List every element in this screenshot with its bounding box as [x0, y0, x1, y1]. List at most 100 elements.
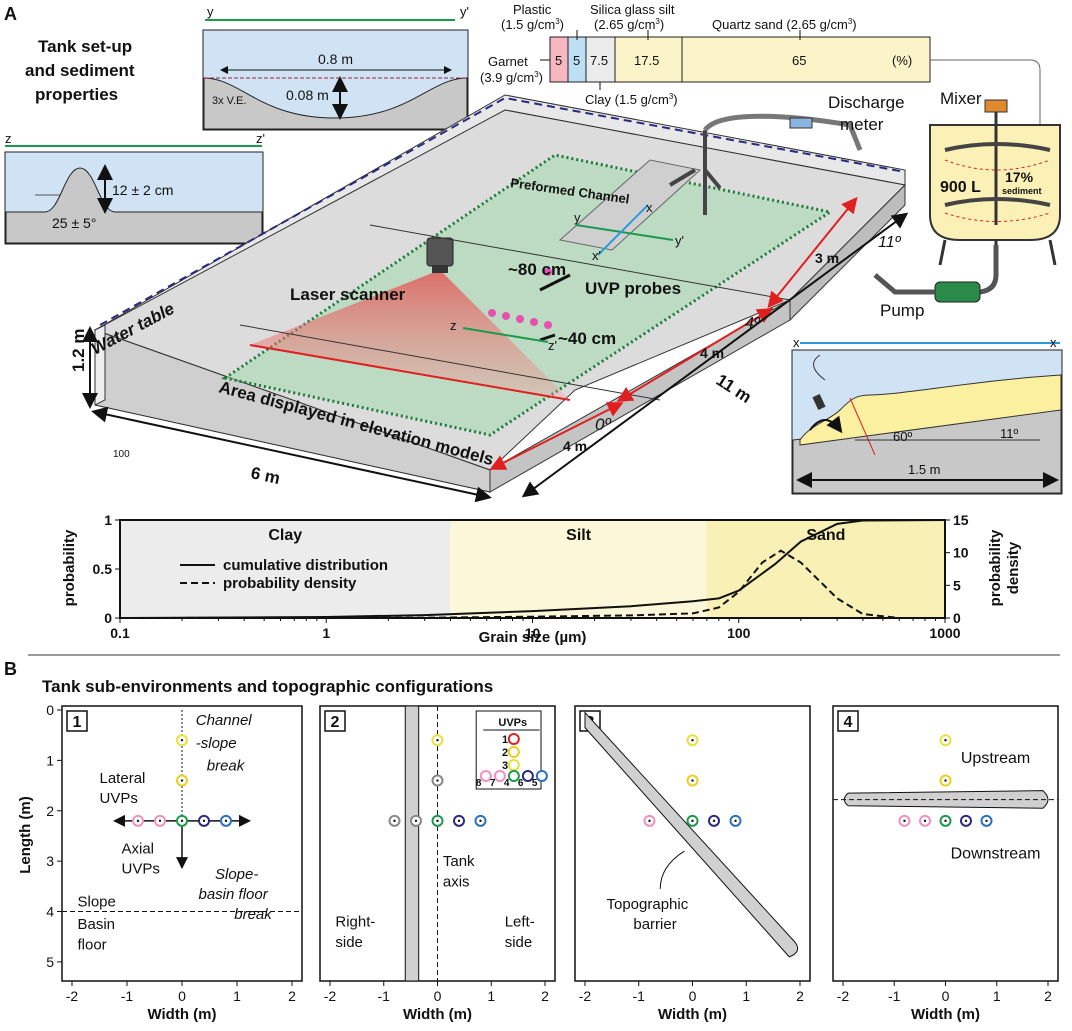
x-axis-label: Grain size (µm): [479, 629, 587, 646]
section-x-inset: x x 60º 11º 1.5 m: [791, 335, 1063, 495]
uvp-legend-num: 8: [476, 778, 482, 789]
downstream-label: Downstream: [951, 846, 1041, 863]
comp-silica-density: (2.65 g/cm3): [594, 17, 664, 32]
section-x-angle1: 60º: [893, 429, 912, 444]
x-tick-label-2: 10: [525, 625, 541, 641]
uvp-3-center: [944, 739, 947, 742]
subplot-number: 2: [331, 714, 340, 731]
composition-bar: Plastic (1.5 g/cm3) Silica glass silt (2…: [480, 2, 1041, 130]
axial-label: Axial: [122, 841, 155, 858]
comp-val-3: 7.5: [590, 53, 608, 68]
uvp-legend-dot: [507, 770, 520, 782]
topo-label-1: Topographic: [607, 896, 689, 913]
pct-label: 17%: [1005, 169, 1034, 185]
section-z-right: z': [256, 131, 265, 146]
comp-val-5: 65: [792, 53, 806, 68]
comp-garnet: Garnet: [488, 54, 528, 69]
x-tick-label-1: 1: [322, 625, 330, 641]
uvp-lateral-3-center: [964, 819, 968, 823]
section-z-height: 12 ± 2 cm: [112, 182, 173, 198]
dist-80-label: ~80 cm: [508, 260, 566, 279]
topographic-barrier: [584, 711, 799, 958]
uvp-lateral-0-center: [136, 819, 140, 823]
uvp-lateral-1-center: [158, 819, 162, 823]
slope-basin-label-3: break: [234, 906, 273, 923]
comp-val-2: 5: [573, 53, 580, 68]
legend-label-0: cumulative distribution: [223, 557, 388, 574]
comp-quartz: Quartz sand (2.65 g/cm3): [712, 17, 857, 32]
tank-y: y: [574, 210, 581, 225]
uvp-legend-dot: [535, 770, 548, 782]
tank-yp: y': [675, 233, 684, 248]
uvp-2-center: [691, 779, 694, 782]
x-tick-label: -2: [837, 988, 850, 1004]
tank-height: 1.2 m: [69, 329, 88, 372]
section-y-width: 0.8 m: [318, 51, 353, 67]
x-axis-label: Width (m): [911, 1006, 980, 1023]
subplot-number: 1: [73, 714, 82, 731]
tank-3d: y y' x x' z z' 3 m 4 m 4 m Water table P…: [69, 94, 909, 503]
uvp-probes-label: UVP probes: [585, 279, 681, 298]
y-tick-label: 2: [46, 803, 54, 819]
uvp-legend-dot: [507, 759, 520, 771]
uvp-lateral-0-center: [393, 819, 396, 823]
subplot-number: 4: [844, 714, 853, 731]
topo-label-2: barrier: [633, 916, 676, 933]
right-side-label: side: [335, 934, 363, 951]
uvp-lateral-2-center: [436, 819, 439, 823]
uvp-lateral-1-center: [414, 819, 418, 823]
tank-x: x: [646, 200, 653, 215]
y-left-tick-label-0: 0: [104, 610, 112, 626]
uvp-legend-num: 3: [502, 760, 508, 772]
comp-seg-clay: [585, 36, 616, 83]
x-tick-label: 0: [434, 988, 442, 1004]
uvp-legend-num: 2: [502, 747, 508, 759]
section-z-inset: z z' 12 ± 2 cm 25 ± 5°: [4, 131, 265, 245]
tank-seg4a: 4 m: [700, 345, 724, 361]
tank-xp: x': [592, 248, 601, 263]
x-axis-label: Width (m): [658, 1006, 727, 1023]
comp-silica: Silica glass silt: [590, 2, 675, 17]
comp-clay: Clay (1.5 g/cm3): [585, 92, 678, 107]
uvp-legend-num: 7: [490, 778, 496, 789]
y-tick-label: 1: [46, 752, 54, 768]
uvp-3-center: [180, 739, 184, 742]
zone-band-2: [706, 520, 945, 618]
series-line-1: [119, 549, 945, 619]
uvp-lateral-2-center: [712, 819, 716, 823]
x-tick-label-4: 1000: [929, 625, 960, 641]
panel-a-title-3: properties: [35, 85, 118, 104]
lateral-uvps-label: UVPs: [100, 790, 138, 807]
x-axis-label: Width (m): [403, 1006, 472, 1023]
y-right-tick-label-3: 15: [953, 512, 969, 528]
uvp-legend-num: 6: [518, 778, 524, 789]
section-y-left: y: [207, 4, 214, 19]
comp-val-4: 17.5: [634, 53, 659, 68]
subplot-number-box: [324, 710, 346, 732]
axial-uvps-label: UVPs: [122, 861, 160, 878]
subplot-number-box: [66, 710, 88, 732]
topographic-barrier: [404, 705, 420, 982]
x-tick-label: 1: [233, 988, 241, 1004]
y-tick-label: 3: [46, 853, 54, 869]
discharge-label: Discharge: [828, 93, 905, 112]
comp-val-1: 5: [555, 53, 562, 68]
tank-zp: z': [548, 338, 557, 353]
uvp-lateral-1-center: [923, 819, 927, 823]
x-tick-label: -2: [324, 988, 337, 1004]
uvp-lateral-2-center: [180, 819, 184, 823]
x-tick-label: -1: [633, 988, 646, 1004]
y-left-tick-label-2: 1: [104, 512, 112, 528]
sediment-label: sediment: [1002, 186, 1042, 196]
y-right-axis-label-2: density: [1005, 541, 1022, 594]
y-right-tick-label-2: 10: [953, 545, 969, 561]
uvp-legend-title: UVPs: [498, 717, 527, 729]
uvp-lateral-0-center: [903, 819, 906, 823]
basin-label: Basin: [78, 916, 116, 933]
